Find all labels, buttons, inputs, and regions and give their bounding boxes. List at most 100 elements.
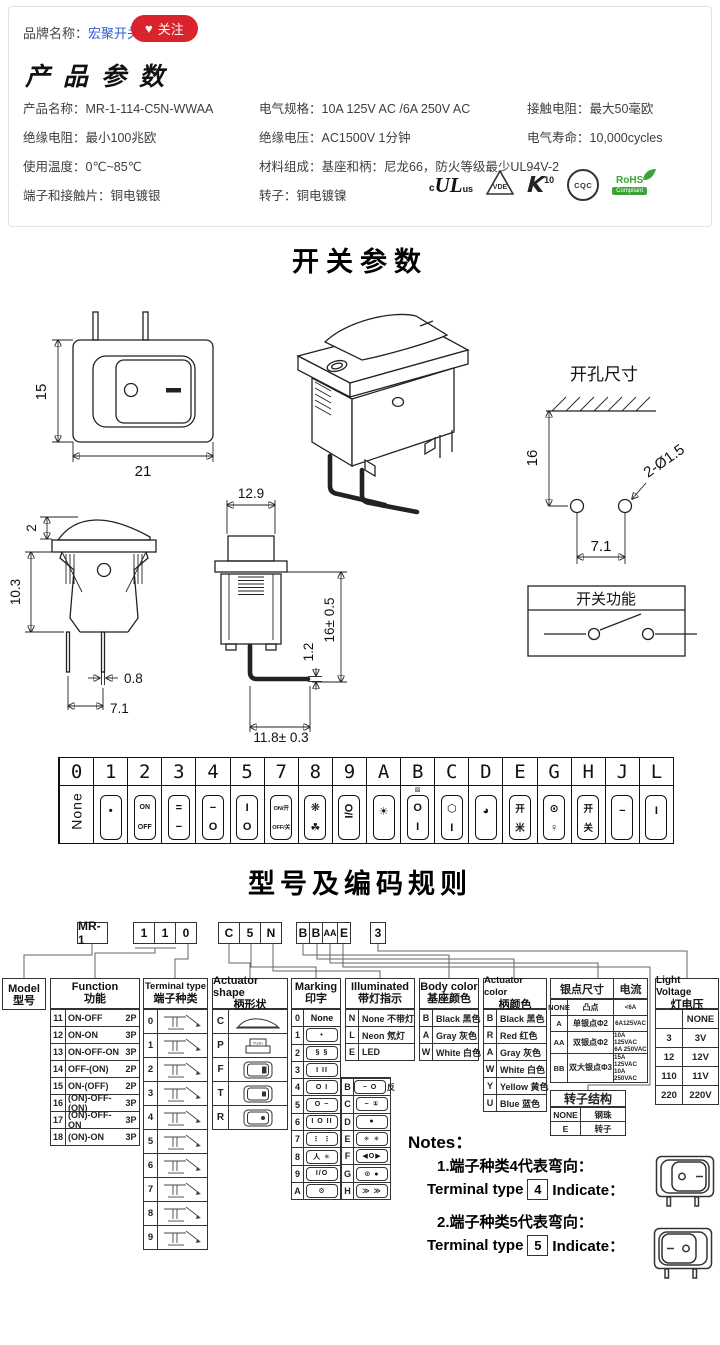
code-column-header: 4	[196, 758, 230, 786]
marking-row: 0 None	[292, 1009, 340, 1027]
code-column: 9 I/O	[331, 758, 366, 843]
codebox-silver-point: AA	[322, 922, 338, 944]
spec-item: 接触电阻：最大50毫欧	[527, 101, 699, 117]
function-row: 17 (ON)-OFF-ON 3P	[51, 1110, 139, 1130]
marking-row: 9 I/O	[292, 1164, 340, 1182]
spec-value: 0℃~85℃	[85, 160, 142, 174]
model-rules-title: 型号及编码规则	[248, 869, 472, 899]
marking-symbol: O I	[306, 1080, 338, 1095]
codebox-shape: C	[218, 922, 240, 944]
marking-symbol: − O	[354, 1080, 386, 1095]
brand-label: 品牌名称：	[23, 26, 89, 41]
svg-text:16± 0.5: 16± 0.5	[322, 598, 337, 643]
svg-text:21: 21	[135, 463, 152, 480]
code-column: 7 ON/开 OFF/关	[263, 758, 298, 843]
code-above-mark: ⊠	[414, 787, 421, 794]
terminal-type-4-box: 4	[527, 1179, 549, 1200]
brand-name-link[interactable]: 宏聚开关	[88, 26, 141, 41]
code-column: G ⊙ ♀	[536, 758, 571, 843]
code-column-header: 9	[332, 758, 366, 786]
terminal-drawing-icon	[158, 1036, 207, 1056]
terminal-drawing-icon	[158, 1084, 207, 1104]
code-symbol-top: I	[245, 801, 249, 814]
spec-value: 最小100兆欧	[85, 131, 157, 145]
code-column-header: A	[366, 758, 401, 786]
code-column-header: 0	[60, 758, 94, 786]
code-symbol-box: ⬡ I	[440, 795, 463, 840]
rohs-mark-icon: RoHS Compliant	[612, 168, 657, 195]
terminal-drawing-icon	[158, 1228, 207, 1248]
svg-text:开孔尺寸: 开孔尺寸	[570, 365, 638, 384]
code-symbol-top: O	[413, 801, 422, 814]
code-symbol-top: −	[619, 804, 626, 817]
side-view-drawing: 2 0.8 7.1 10.3	[8, 517, 157, 716]
follow-button[interactable]: ♥ 关注	[131, 15, 198, 42]
actuator-color-row: U Blue 蓝色	[484, 1094, 546, 1111]
follow-button-label: 关注	[157, 22, 184, 37]
function-row: 12 ON-ON 3P	[51, 1026, 139, 1043]
code-column-header: 8	[298, 758, 332, 786]
illuminated-row: E LED	[346, 1043, 414, 1060]
code-symbol-box: ☀	[372, 795, 395, 840]
code-column-header: H	[571, 758, 605, 786]
marking-symbol: None	[310, 1013, 334, 1024]
spec-value: 铜电镀镍	[296, 189, 347, 203]
terminal-drawing-icon	[158, 1060, 207, 1080]
terminal-type-row: 5	[144, 1129, 207, 1153]
actuator-color-row: R Red 红色	[484, 1026, 546, 1043]
code-column-header: J	[605, 758, 639, 786]
code-symbol-top: 开	[583, 803, 593, 815]
terminal-type-row: 4	[144, 1105, 207, 1129]
codebox-terminal: 0	[175, 922, 197, 944]
code-column-header: E	[503, 758, 537, 786]
code-column: H 开 关	[570, 758, 605, 843]
code-column-header: 2	[128, 758, 162, 786]
terminal-drawing-icon	[158, 1156, 207, 1176]
spec-label: 电气规格：	[259, 102, 322, 116]
code-symbol-bottom: O	[208, 821, 218, 834]
rotor-row: NONE 钢珠	[551, 1107, 625, 1121]
actuator-shape-row: C PUSH	[213, 1009, 287, 1033]
marking-symbol: ✳ ✳	[356, 1132, 388, 1147]
marking-row: 1 •	[292, 1026, 340, 1044]
terminal-drawing-icon	[158, 1132, 207, 1152]
code-column: 4 − O	[195, 758, 230, 843]
heart-icon: ♥	[145, 21, 153, 36]
spec-item: 绝缘电阻：最小100兆欧	[23, 130, 259, 146]
code-column-header: 7	[264, 758, 298, 786]
code-column: 2 ON OFF	[127, 758, 162, 843]
terminal-type-row: 3	[144, 1081, 207, 1105]
switch-params-title: 开关参数	[292, 247, 428, 277]
spec-item: 电气寿命：10,000cycles	[527, 130, 699, 146]
switch-function-box: 开关功能	[527, 585, 697, 657]
spec-item: 使用温度：0℃~85℃	[23, 159, 259, 175]
code-column: L I	[638, 758, 673, 843]
marking-sub-column: B − O 反 C − ①	[341, 1077, 395, 1201]
spec-label: 使用温度：	[23, 160, 86, 174]
terminal-type-row: 6	[144, 1153, 207, 1177]
code-symbol-top: ☀	[378, 805, 389, 818]
actuator-shape-row: T PUSH	[213, 1081, 287, 1105]
spec-label: 产品名称：	[23, 102, 86, 116]
silver-point-row: AA 双银点Φ2 10A 125VAC 6A 250VAC	[551, 1031, 647, 1053]
marking-row: A ⚙	[292, 1181, 340, 1200]
marking-symbol: ●	[356, 1114, 388, 1129]
spec-label: 材料组成：	[259, 160, 322, 174]
marking-symbol: § §	[306, 1045, 338, 1060]
marking-symbol: •	[306, 1028, 338, 1043]
code-symbol-top: I	[654, 804, 658, 817]
code-symbol-box: 开 关	[577, 795, 600, 840]
illuminated-row: N None 不带灯	[346, 1009, 414, 1026]
terminal-type-column: Terminal type 端子种类 0	[143, 978, 208, 1250]
marking-row: 6 I O II	[292, 1112, 340, 1131]
marking-symbol: ≫ ≫	[356, 1183, 388, 1198]
svg-text:0.8: 0.8	[124, 671, 143, 686]
code-symbol-box: I	[645, 795, 668, 840]
spec-value: 10,000cycles	[589, 131, 663, 145]
function-row: 14 OFF-(ON) 2P	[51, 1060, 139, 1077]
actuator-shape-icon: PUSH	[229, 1035, 287, 1057]
spec-value: 10A 125V AC /6A 250V AC	[321, 102, 471, 116]
code-symbol-top: None	[68, 792, 85, 830]
code-symbol-box: = −	[167, 795, 190, 840]
